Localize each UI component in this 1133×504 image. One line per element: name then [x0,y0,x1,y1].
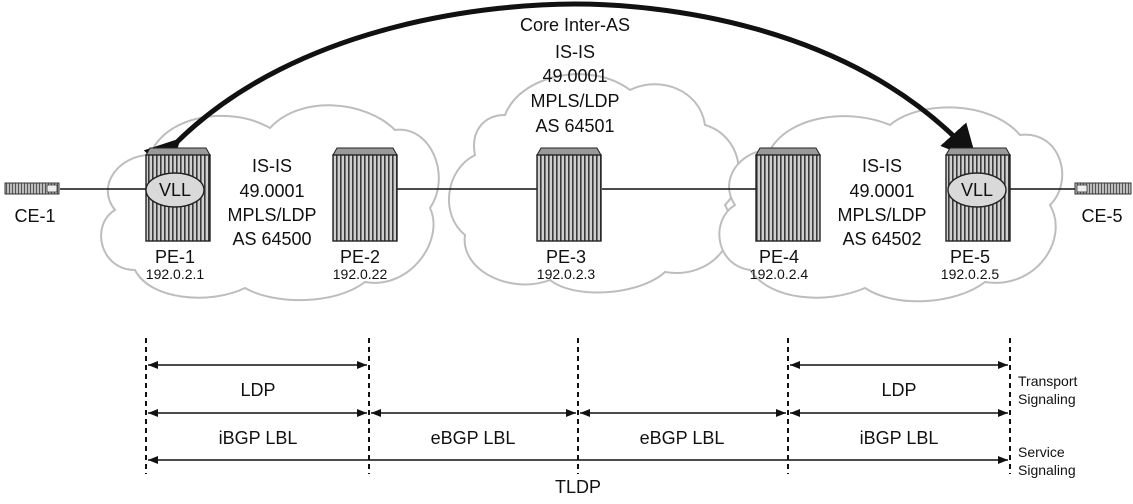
router-pe4 [755,147,821,242]
core-title: Core Inter-AS [520,15,630,35]
ldp-right-label: LDP [881,380,916,400]
core-line-1: IS-IS [555,42,595,62]
vll-pe1-label: VLL [159,180,191,200]
ce1-name: CE-1 [14,206,55,226]
ibgp-left-label: iBGP LBL [219,428,298,448]
pe1-name: PE-1 [155,247,195,267]
ldp-left-arrow [148,361,367,369]
router-pe2 [332,147,398,242]
pe5-name: PE-5 [950,247,990,267]
pe4-ip: 192.0.2.4 [750,266,809,282]
core-inter-as-arrow [143,1,977,176]
transport-label-2: Signaling [1018,391,1076,407]
right-domain-line-2: 49.0001 [849,181,914,201]
core-line-2: 49.0001 [542,66,607,86]
ce5-device [1074,182,1132,195]
ebgp-mid-left-label: eBGP LBL [431,428,516,448]
tldp-label: TLDP [555,477,601,497]
pe5-ip: 192.0.2.5 [941,266,1000,282]
left-domain-line-4: AS 64500 [232,229,311,249]
service-label-1: Service [1018,444,1065,460]
pe3-name: PE-3 [546,247,586,267]
right-domain-line-3: MPLS/LDP [837,205,926,225]
pe4-name: PE-4 [759,247,799,267]
vll-pe5 [947,172,1007,208]
left-domain-line-1: IS-IS [252,156,292,176]
pe2-name: PE-2 [340,247,380,267]
ce5-name: CE-5 [1081,206,1122,226]
core-line-4: AS 64501 [535,116,614,136]
right-domain-line-4: AS 64502 [842,229,921,249]
router-pe3 [536,147,602,242]
right-domain-line-1: IS-IS [862,156,902,176]
transport-label-1: Transport [1018,373,1078,389]
ldp-right-arrow [790,361,1008,369]
service-label-2: Signaling [1018,462,1076,478]
pe3-ip: 192.0.2.3 [537,266,596,282]
left-domain-line-2: 49.0001 [239,181,304,201]
tldp-arrow [148,456,1008,464]
bgp-arrow-row [148,409,1008,417]
pe1-ip: 192.0.2.1 [146,266,205,282]
pe2-ip: 192.0.22 [333,266,388,282]
ebgp-mid-right-label: eBGP LBL [640,428,725,448]
vll-pe5-label: VLL [961,180,993,200]
ldp-left-label: LDP [240,380,275,400]
ibgp-right-label: iBGP LBL [860,428,939,448]
core-line-3: MPLS/LDP [530,91,619,111]
vll-pe1 [145,172,205,208]
left-domain-line-3: MPLS/LDP [227,205,316,225]
ce1-device [4,182,60,195]
